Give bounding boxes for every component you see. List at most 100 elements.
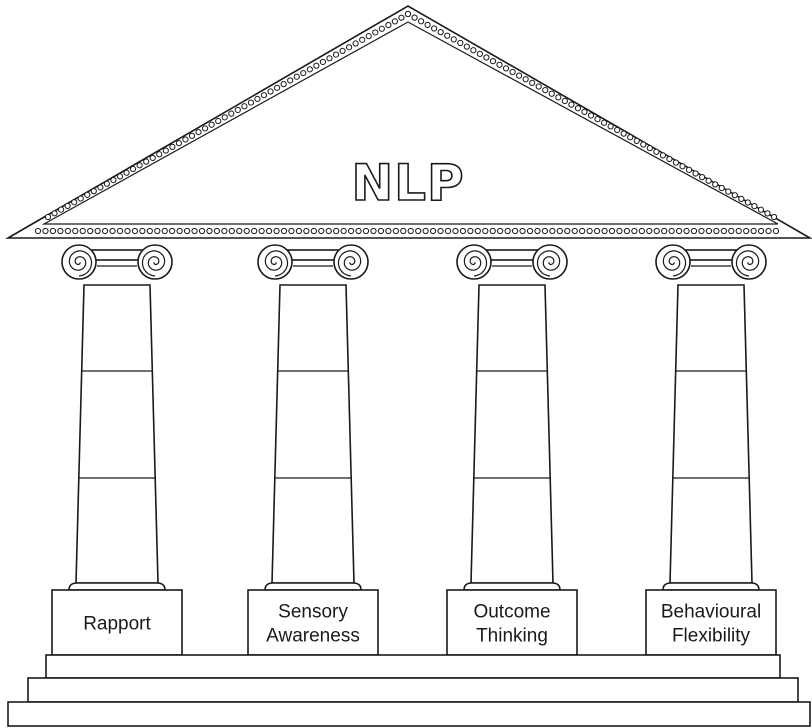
- bead: [750, 227, 757, 235]
- bead: [228, 110, 235, 117]
- volute-spiral: [264, 250, 289, 277]
- bead: [555, 94, 562, 101]
- bead: [452, 227, 459, 235]
- bead: [146, 227, 153, 235]
- bead: [444, 227, 452, 235]
- bead: [319, 58, 327, 66]
- bead: [738, 195, 745, 202]
- bead: [84, 191, 91, 198]
- bead: [463, 43, 470, 50]
- column-base-molding: [68, 582, 166, 591]
- bead: [586, 227, 593, 235]
- bead: [175, 140, 183, 147]
- bead: [228, 227, 235, 235]
- bead: [548, 90, 555, 97]
- bead: [188, 132, 196, 139]
- bead: [653, 148, 660, 155]
- bead: [318, 227, 325, 235]
- bead: [757, 206, 765, 213]
- bead: [457, 39, 464, 47]
- bead: [221, 227, 228, 235]
- bead: [293, 73, 300, 80]
- bead: [720, 227, 727, 235]
- bead: [57, 227, 64, 235]
- bead: [476, 50, 483, 57]
- bead: [516, 72, 523, 79]
- bead: [627, 134, 634, 141]
- bead: [549, 227, 556, 235]
- bead: [422, 227, 429, 235]
- bead: [306, 66, 313, 73]
- bead: [49, 227, 57, 235]
- bead: [136, 162, 143, 169]
- bead: [725, 188, 732, 195]
- bead: [509, 68, 516, 76]
- bead: [646, 227, 653, 235]
- bead: [254, 95, 261, 102]
- bead: [400, 227, 407, 235]
- bead: [287, 77, 294, 84]
- bead: [123, 169, 130, 176]
- bead: [483, 54, 490, 61]
- bead: [90, 188, 97, 195]
- volute-spiral: [141, 250, 166, 277]
- bead: [169, 143, 176, 150]
- bead: [496, 61, 503, 68]
- step-middle: [27, 677, 799, 703]
- bead: [71, 199, 78, 206]
- bead: [646, 145, 653, 152]
- bead: [64, 227, 71, 235]
- column-shaft: [271, 284, 355, 584]
- bead: [398, 14, 405, 21]
- pillar-1: Rapport: [51, 244, 183, 656]
- bead: [534, 227, 541, 235]
- bead: [215, 117, 222, 125]
- bead: [295, 227, 303, 235]
- bead: [556, 227, 563, 235]
- bead: [437, 227, 444, 235]
- bead: [594, 116, 601, 123]
- column-shaft: [75, 284, 159, 584]
- volute-spiral: [463, 250, 488, 277]
- bead: [258, 227, 265, 235]
- pediment-inner: [41, 21, 779, 225]
- bead: [109, 227, 116, 235]
- bead: [765, 227, 772, 235]
- bead: [450, 36, 457, 43]
- bead: [280, 227, 288, 235]
- bead: [288, 227, 295, 235]
- bead: [72, 227, 79, 235]
- bead: [587, 112, 595, 119]
- bead: [234, 106, 241, 114]
- bead: [638, 227, 645, 235]
- bead: [675, 227, 683, 235]
- bead: [213, 227, 221, 235]
- bead: [392, 227, 399, 235]
- bead: [601, 227, 608, 235]
- bead: [265, 227, 273, 235]
- bead: [437, 29, 444, 36]
- bead: [679, 163, 686, 170]
- bead: [77, 195, 84, 202]
- bead: [280, 81, 287, 88]
- bead: [698, 227, 705, 235]
- bead: [489, 58, 497, 65]
- bead: [116, 173, 124, 180]
- column-shaft: [669, 284, 753, 584]
- bead: [313, 62, 320, 69]
- bead: [535, 83, 542, 90]
- bead: [616, 227, 623, 235]
- bead: [352, 40, 359, 47]
- bead: [103, 180, 111, 187]
- bead: [542, 87, 549, 94]
- bead: [251, 227, 258, 235]
- pillar-label-line: Outcome: [473, 602, 550, 623]
- bead: [659, 152, 666, 159]
- bead: [482, 227, 489, 235]
- bead: [653, 227, 660, 235]
- bead: [79, 227, 86, 235]
- bead: [731, 192, 738, 199]
